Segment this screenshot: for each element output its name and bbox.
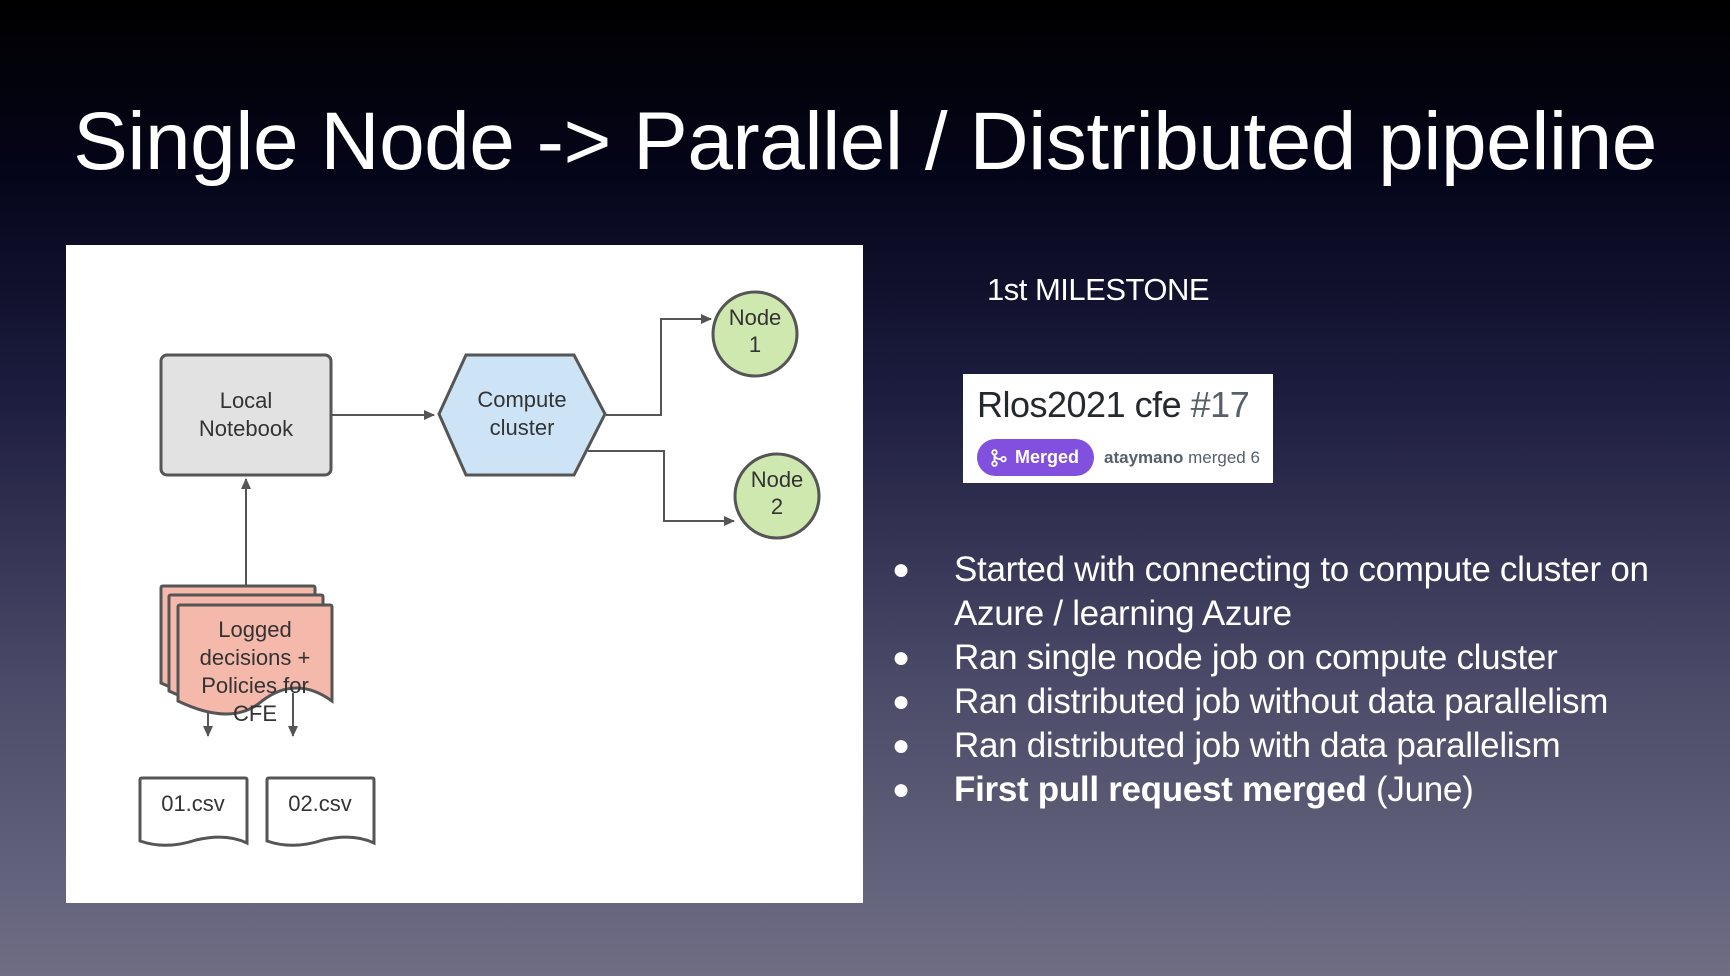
pr-meta: ataymano merged 6 — [1104, 448, 1260, 468]
slide-title: Single Node -> Parallel / Distributed pi… — [73, 96, 1657, 187]
pr-user: ataymano — [1104, 448, 1184, 467]
node-1: Node 1 — [711, 290, 799, 378]
csv-file-2: 02.csv — [265, 776, 376, 847]
compute-cluster-label-2: cluster — [490, 415, 555, 440]
arrow-cluster-to-node1 — [606, 314, 712, 416]
arrow-cluster-to-node2 — [588, 450, 735, 526]
bullet-text: (June) — [1366, 770, 1474, 809]
bullet-list: ● Started with connecting to compute clus… — [890, 548, 1710, 812]
logged-label-4: CFE — [233, 701, 277, 726]
milestone-label: 1st MILESTONE — [987, 272, 1210, 307]
bullet-dot-icon: ● — [892, 641, 910, 674]
bullet-dot-icon: ● — [892, 553, 910, 586]
compute-cluster-node: Compute cluster — [437, 353, 607, 477]
bullet-dot-icon: ● — [892, 773, 910, 806]
bullet-text: Ran distributed job without data paralle… — [954, 682, 1609, 721]
pull-request-card: Rlos2021 cfe #17 Merged ataymano merged … — [963, 374, 1273, 483]
bullet-item: ● Ran distributed job with data paralleli… — [890, 724, 1710, 768]
logged-label-2: decisions + — [200, 645, 311, 670]
merged-badge: Merged — [977, 439, 1095, 476]
diagram-svg: Local Notebook Compute cluster Node 1 No… — [138, 290, 821, 847]
pr-title-text: Rlos2021 cfe — [977, 384, 1182, 425]
bullet-text: Ran single node job on compute cluster — [954, 638, 1558, 677]
bullet-item: ● Started with connecting to compute clus… — [890, 548, 1710, 636]
logged-label-3: Policies for — [201, 673, 309, 698]
pr-title: Rlos2021 cfe #17 — [977, 384, 1250, 426]
git-merge-icon — [991, 448, 1007, 467]
pr-meta-text: merged 6 — [1188, 448, 1260, 467]
node-2-label-1: Node — [751, 467, 804, 492]
bullet-bold: First pull request merged — [954, 770, 1367, 809]
node-1-label-1: Node — [729, 305, 782, 330]
node-2-label-2: 2 — [771, 494, 783, 519]
local-notebook-label-2: Notebook — [199, 416, 294, 441]
bullet-item: ● Ran single node job on compute cluster — [890, 636, 1710, 680]
node-1-label-2: 1 — [749, 332, 761, 357]
pr-number: #17 — [1190, 384, 1250, 425]
local-notebook-node: Local Notebook — [159, 353, 333, 477]
bullet-item: ● Ran distributed job without data parall… — [890, 680, 1710, 724]
bullet-text: Started with connecting to compute clust… — [954, 550, 1649, 633]
pipeline-diagram: Local Notebook Compute cluster Node 1 No… — [66, 245, 863, 903]
merged-badge-label: Merged — [1015, 447, 1080, 467]
csv-file-1-label: 01.csv — [161, 791, 225, 816]
bullet-item: ● First pull request merged (June) — [890, 768, 1710, 812]
logged-label-1: Logged — [218, 617, 291, 642]
csv-file-1: 01.csv — [138, 776, 249, 847]
bullet-dot-icon: ● — [892, 685, 910, 718]
local-notebook-label-1: Local — [220, 388, 273, 413]
logged-decisions-node: Logged decisions + Policies for CFE — [159, 584, 334, 726]
bullet-dot-icon: ● — [892, 729, 910, 762]
csv-file-2-label: 02.csv — [288, 791, 352, 816]
bullet-text: Ran distributed job with data parallelis… — [954, 726, 1561, 765]
node-2: Node 2 — [733, 452, 821, 540]
compute-cluster-label-1: Compute — [477, 387, 566, 412]
